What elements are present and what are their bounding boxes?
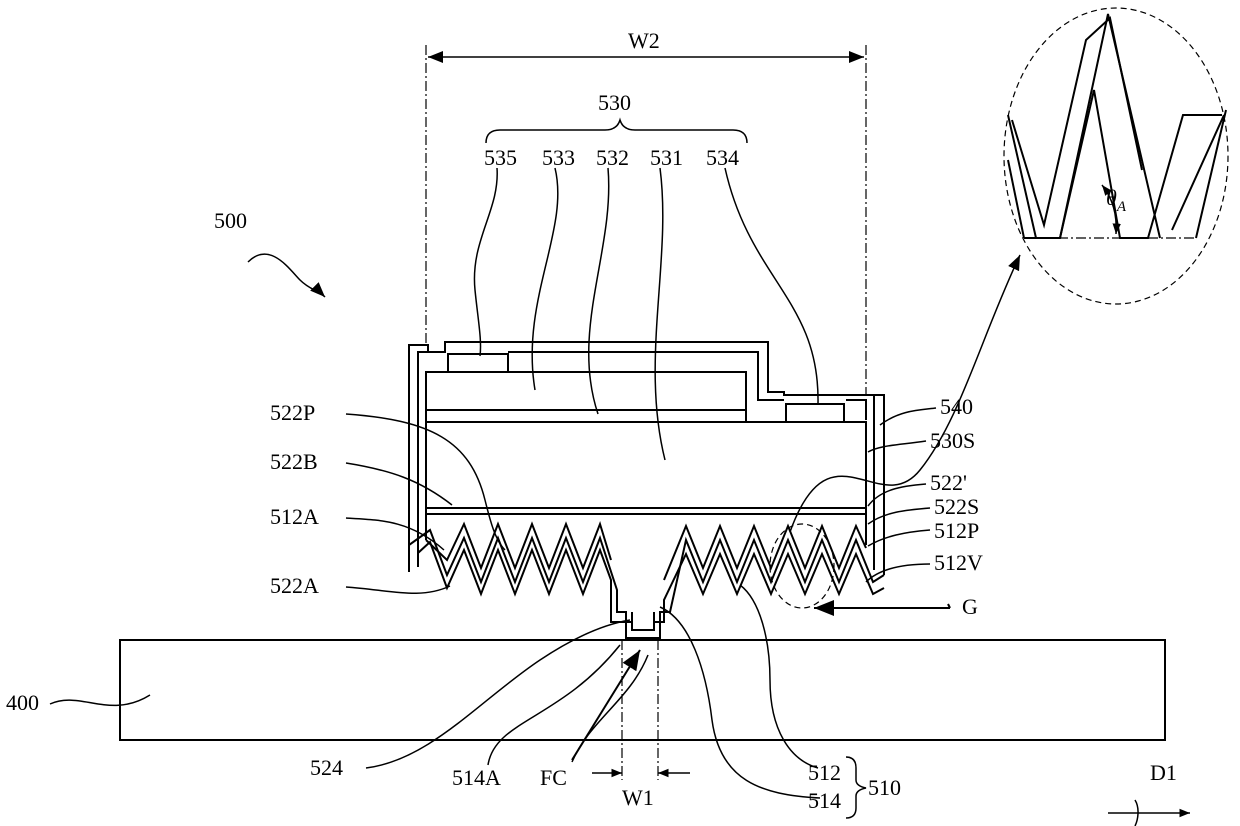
leader-534: [725, 168, 818, 404]
label-522P: 522P: [270, 400, 315, 425]
leader-522B: [346, 463, 452, 505]
label-500: 500: [214, 208, 247, 233]
label-532: 532: [596, 145, 629, 170]
electrode-534: [786, 404, 844, 422]
layer-531: [426, 422, 866, 508]
leader-400: [50, 695, 150, 705]
label-512: 512: [808, 760, 841, 785]
leader-535: [474, 168, 497, 356]
passivation-540-inner: [418, 352, 874, 570]
label-533: 533: [542, 145, 575, 170]
leader-514A: [488, 645, 620, 765]
detail-leader-curve: [790, 255, 1020, 532]
label-534: 534: [706, 145, 739, 170]
zigzag-inner: [418, 542, 884, 630]
detail-circle-g: [770, 524, 834, 608]
label-530S: 530S: [930, 428, 975, 453]
label-fc: FC: [540, 765, 567, 790]
label-400: 400: [6, 690, 39, 715]
leader-531: [655, 168, 665, 460]
label-522-prime: 522': [930, 470, 967, 495]
label-531: 531: [650, 145, 683, 170]
substrate-400: [120, 640, 1165, 740]
label-530: 530: [598, 90, 631, 115]
brace-510: [846, 757, 866, 818]
theta-label: θA: [1106, 185, 1127, 215]
label-540: 540: [940, 394, 973, 419]
layer-533: [426, 372, 746, 410]
label-w2: W2: [628, 28, 660, 53]
leader-522S: [868, 508, 930, 524]
label-512V: 512V: [934, 550, 983, 575]
leader-fc: [572, 655, 648, 762]
leader-522A: [346, 586, 450, 593]
label-512A: 512A: [270, 504, 319, 529]
label-510: 510: [868, 775, 901, 800]
label-w1: W1: [622, 785, 654, 810]
label-512P: 512P: [934, 518, 979, 543]
label-522A: 522A: [270, 573, 319, 598]
leader-540: [880, 408, 936, 425]
leader-522p: [868, 484, 926, 506]
leader-512A: [346, 518, 444, 550]
label-514A: 514A: [452, 765, 501, 790]
passivation-540: [409, 342, 884, 575]
layer-532: [426, 410, 746, 422]
label-522S: 522S: [934, 494, 979, 519]
label-514: 514: [808, 788, 841, 813]
label-524: 524: [310, 755, 343, 780]
leader-524: [366, 620, 630, 768]
label-522B: 522B: [270, 449, 318, 474]
label-g: G: [962, 594, 978, 619]
label-d1: D1: [1150, 760, 1177, 785]
leader-514: [660, 607, 820, 798]
leader-500: [248, 254, 325, 297]
leader-530S: [868, 441, 926, 452]
contact-514: [626, 612, 660, 638]
leader-533: [532, 168, 558, 390]
electrode-535: [448, 354, 508, 372]
brace-530: [486, 120, 747, 143]
label-535: 535: [484, 145, 517, 170]
leader-532: [589, 168, 609, 414]
leader-512P: [868, 530, 930, 546]
